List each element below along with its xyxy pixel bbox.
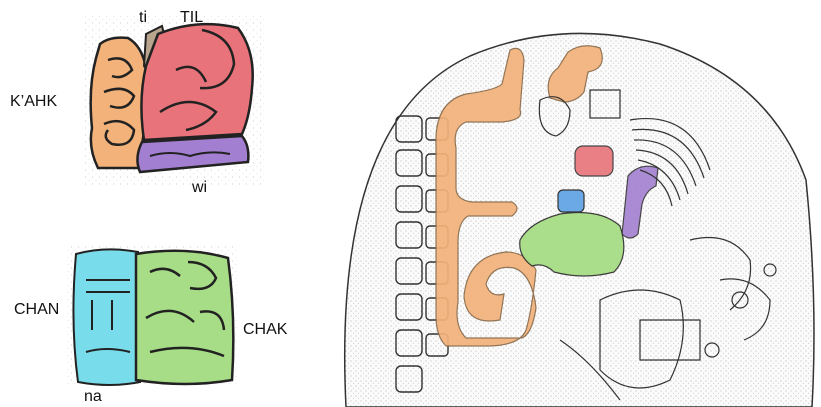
- label-wi: wi: [192, 180, 207, 196]
- label-na: na: [84, 389, 102, 405]
- label-ti: ti: [139, 10, 147, 26]
- label-kahk: K’AHK: [10, 94, 57, 110]
- label-til: TIL: [180, 10, 203, 26]
- chan-glyph: [73, 249, 140, 385]
- glyph-block-kahk-tiil-wi: [84, 16, 264, 186]
- stela-til-glyph: [575, 146, 613, 176]
- glyph-block-chan-chak: [66, 246, 238, 386]
- stela-blue-glyph: [558, 190, 584, 212]
- stela-drawing: [345, 33, 814, 407]
- label-chak: CHAK: [243, 322, 287, 338]
- til-glyph: [141, 24, 252, 140]
- label-chan: CHAN: [14, 302, 59, 318]
